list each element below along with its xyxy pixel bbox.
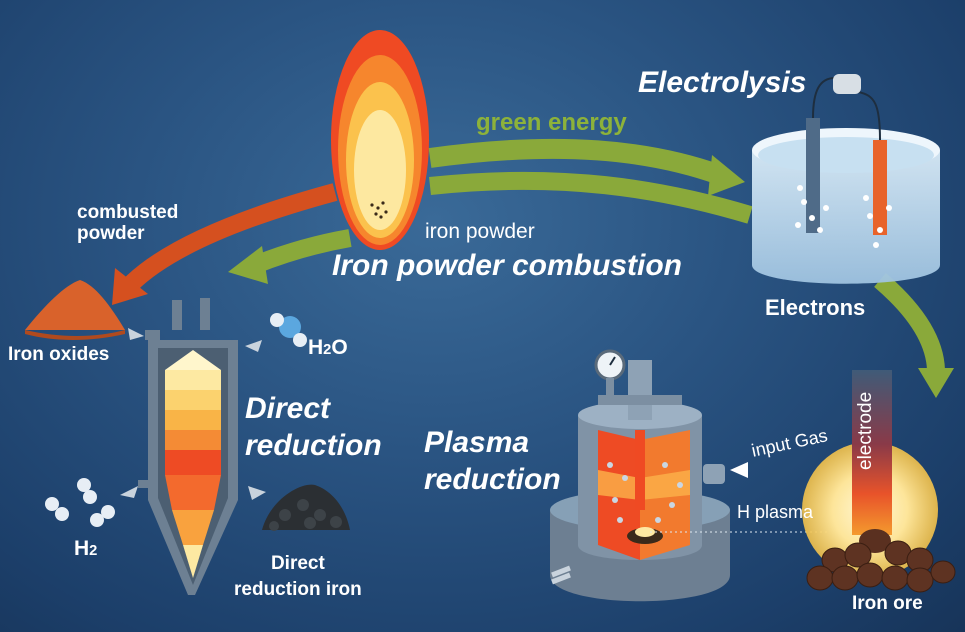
electrolysis-beaker bbox=[752, 74, 940, 284]
direct-reduction-iron-label: Direct reduction iron bbox=[234, 553, 362, 600]
h2o-molecule-icon bbox=[270, 313, 307, 347]
iron-powder-label: iron powder bbox=[425, 220, 535, 243]
electrolysis-title: Electrolysis bbox=[638, 66, 807, 99]
green-energy-arrow-to-direct-reduction bbox=[228, 229, 352, 284]
green-energy-label: green energy bbox=[476, 109, 627, 136]
green-energy-arrow-to-electrolysis bbox=[428, 138, 745, 196]
direct-reduction-title: Direct reduction bbox=[245, 392, 382, 462]
combusted-powder-arrow bbox=[112, 183, 338, 305]
furnace-flow-arrows bbox=[120, 328, 266, 500]
h2o-label: H2O bbox=[308, 336, 348, 359]
iron-oxides-label: Iron oxides bbox=[8, 344, 110, 365]
input-gas-arrow bbox=[730, 462, 748, 478]
combusted-powder-label: combusted powder bbox=[77, 202, 179, 244]
direct-reduction-iron-pile bbox=[262, 484, 350, 531]
plasma-reduction-title: Plasma reduction bbox=[424, 426, 561, 496]
iron-powder-flame bbox=[331, 30, 429, 250]
plasma-reduction-reactor bbox=[550, 349, 730, 602]
green-energy-arrow-to-electrode bbox=[874, 273, 954, 398]
green-energy-arrow-electrolysis-to-plasma bbox=[429, 171, 753, 224]
iron-oxides-pile bbox=[25, 280, 125, 340]
electrons-label: Electrons bbox=[765, 295, 866, 320]
h-plasma-label: H plasma bbox=[737, 502, 814, 522]
h2-molecules-icon bbox=[45, 478, 115, 527]
iron-powder-combustion-title: Iron powder combustion bbox=[332, 249, 682, 282]
h2-label: H2 bbox=[74, 537, 98, 560]
direct-reduction-furnace bbox=[138, 298, 238, 595]
iron-ore-pile bbox=[806, 529, 956, 593]
electrode-label: electrode bbox=[855, 391, 876, 470]
iron-ore-label: Iron ore bbox=[852, 593, 923, 614]
electrode-rod bbox=[852, 370, 892, 535]
